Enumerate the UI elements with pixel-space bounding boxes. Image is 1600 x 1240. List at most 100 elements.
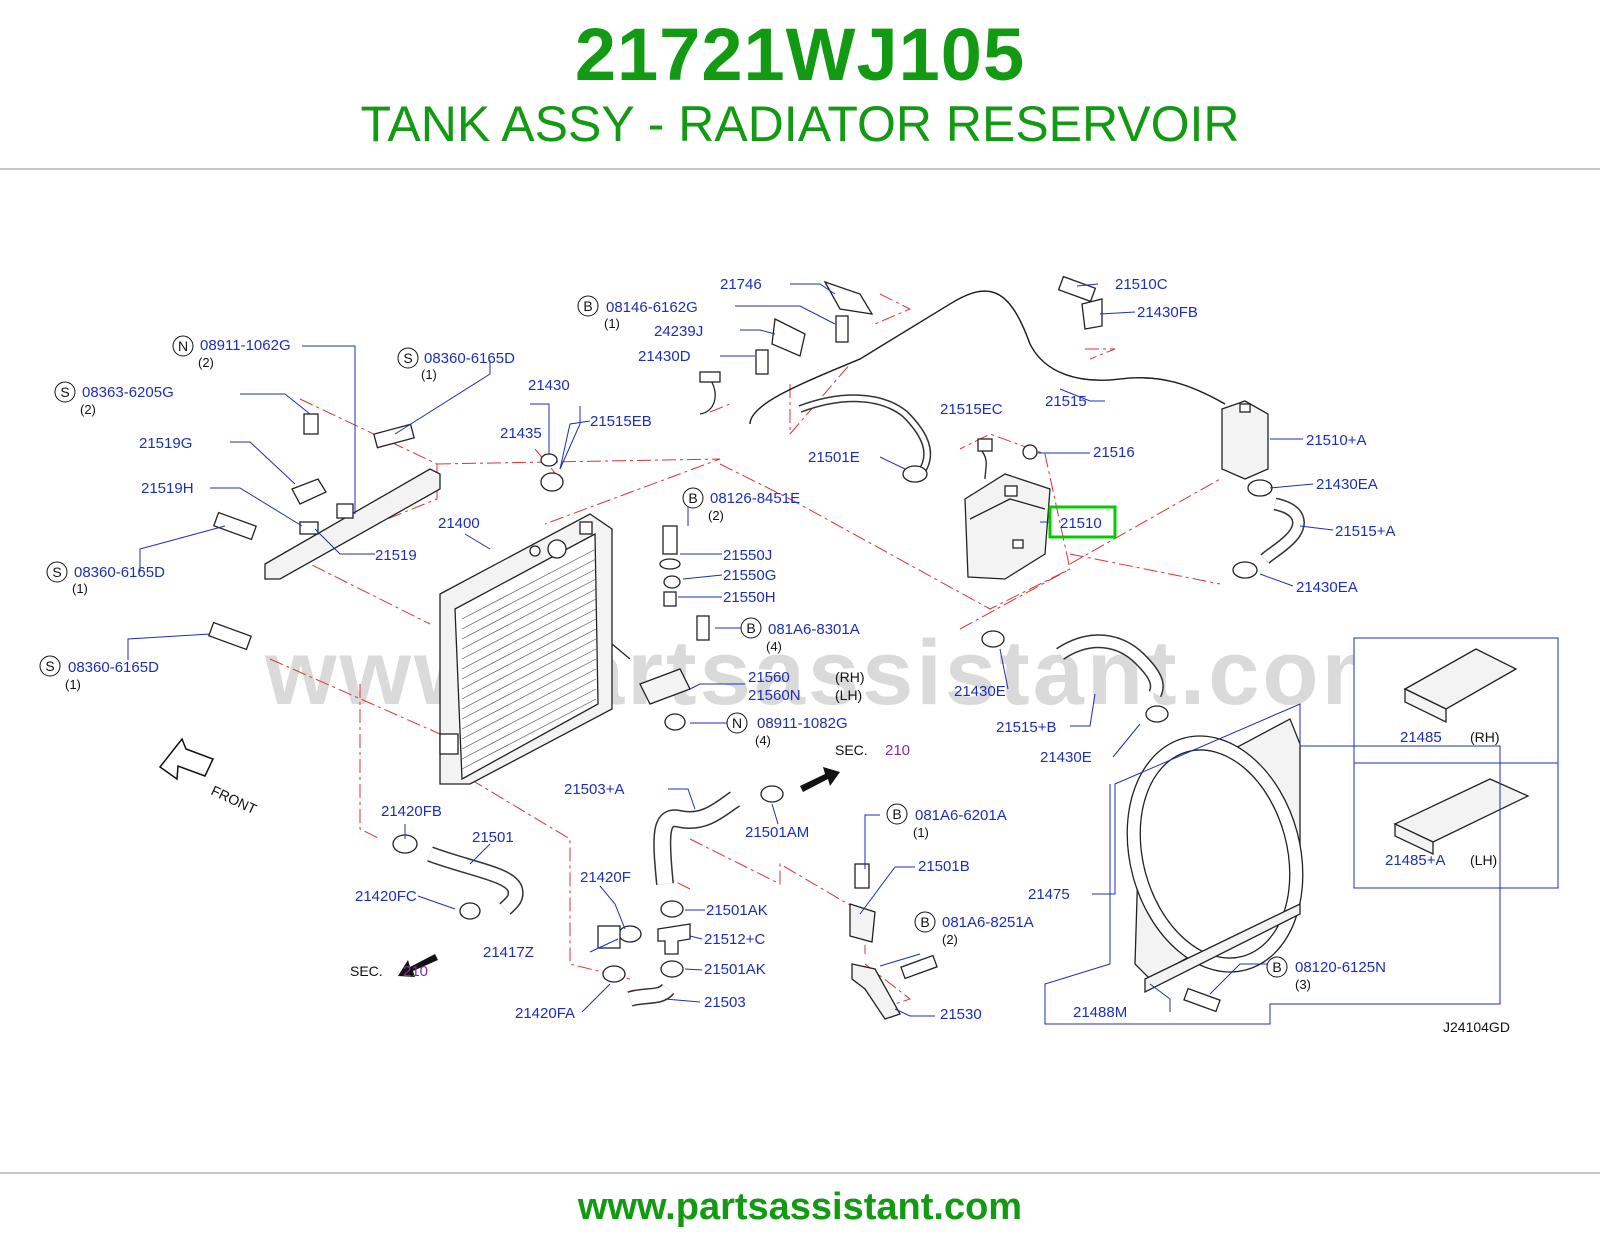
- footer-divider: [0, 1172, 1600, 1174]
- insulator-inset: [1353, 637, 1559, 889]
- quantity-label: (1): [72, 581, 88, 596]
- fasteners-drawing: [207, 275, 1273, 1020]
- part-label: 21400: [438, 515, 480, 532]
- quantity-label: (4): [766, 639, 782, 654]
- part-label: 21435: [500, 425, 542, 442]
- parts-diagram-svg: www.partsassistant.com: [0, 264, 1600, 1079]
- quantity-label: (1): [65, 677, 81, 692]
- part-label: 08120-6125N: [1295, 959, 1386, 976]
- lh-label: (LH): [1470, 852, 1497, 868]
- part-label: 21501B: [918, 858, 970, 875]
- part-label: 081A6-6201A: [915, 807, 1007, 824]
- part-label: 21501: [472, 829, 514, 846]
- arrow-icon: [398, 954, 438, 977]
- header-divider: [0, 168, 1600, 170]
- part-label: 21420FB: [381, 803, 442, 820]
- part-label: 21746: [720, 276, 762, 293]
- sec-number: 210: [403, 963, 428, 980]
- part-label: 21519G: [139, 435, 192, 452]
- quantity-label: (2): [80, 402, 96, 417]
- quantity-label: (2): [198, 355, 214, 370]
- circle-letter-s: S: [60, 384, 69, 400]
- quantity-label: (1): [604, 316, 620, 331]
- quantity-label: (2): [942, 932, 958, 947]
- parts-diagram: www.partsassistant.com: [0, 264, 1600, 1079]
- part-label: 21510C: [1115, 276, 1168, 293]
- part-label: 21560N: [748, 687, 801, 704]
- part-label: 21488M: [1073, 1004, 1127, 1021]
- part-number-title: 21721WJ105: [574, 13, 1026, 96]
- part-label: 081A6-8301A: [768, 621, 860, 638]
- part-label: 21519: [375, 547, 417, 564]
- part-label: 21550H: [723, 589, 776, 606]
- part-label: 21501AK: [704, 961, 766, 978]
- part-label: 21417Z: [483, 944, 534, 961]
- part-label: 21501AM: [745, 824, 809, 841]
- part-label: 21430EA: [1316, 476, 1378, 493]
- hoses-drawing: [427, 290, 1305, 1007]
- shroud-drawing: [1126, 718, 1304, 994]
- part-label: 21501AK: [706, 902, 768, 919]
- part-label: 24239J: [654, 323, 703, 340]
- rh-label: (RH): [1470, 729, 1500, 745]
- part-label: 21430E: [954, 683, 1006, 700]
- circle-letter-b: B: [1272, 959, 1281, 975]
- circle-letter-b: B: [892, 806, 901, 822]
- part-label: 08126-8451E: [710, 490, 800, 507]
- circle-letter-b: B: [746, 620, 755, 636]
- sec-label: SEC.: [835, 742, 868, 758]
- part-label: 21512+C: [704, 931, 765, 948]
- leader-lines: [127, 283, 1501, 1025]
- part-label: 21515+B: [996, 719, 1056, 736]
- part-label: 08360-6165D: [68, 659, 159, 676]
- part-label: 21475: [1028, 886, 1070, 903]
- part-label: 21430EA: [1296, 579, 1358, 596]
- part-label: 21503+A: [564, 781, 624, 798]
- circle-letter-n: N: [732, 715, 742, 731]
- circle-letter-b: B: [920, 914, 929, 930]
- rh-label: (RH): [835, 669, 865, 685]
- part-label: 21550J: [723, 547, 772, 564]
- lh-label: (LH): [835, 687, 862, 703]
- circle-letter-n: N: [178, 338, 188, 354]
- part-labels: 21746 21510C 08146-6162G (1) 24239J 2143…: [65, 276, 1510, 1035]
- part-label: 21515+A: [1335, 523, 1395, 540]
- part-label: 08360-6165D: [74, 564, 165, 581]
- part-label: 21485: [1400, 729, 1442, 746]
- part-label: 21516: [1093, 444, 1135, 461]
- part-label: 08360-6165D: [424, 350, 515, 367]
- circle-letter-s: S: [45, 658, 54, 674]
- header: 21721WJ105 TANK ASSY - RADIATOR RESERVOI…: [0, 0, 1600, 168]
- part-label: 21515: [1045, 393, 1087, 410]
- footer-url[interactable]: www.partsassistant.com: [577, 1186, 1023, 1228]
- assembly-lines: [269, 293, 1221, 1010]
- part-label: 21510+A: [1306, 432, 1366, 449]
- sec-number: 210: [885, 742, 910, 759]
- circle-letter-s: S: [52, 564, 61, 580]
- part-label: 21420FA: [515, 1005, 575, 1022]
- part-label: 21420FC: [355, 888, 417, 905]
- front-arrow-icon: [158, 737, 215, 781]
- part-label: 21501E: [808, 449, 860, 466]
- part-label: 081A6-8251A: [942, 914, 1034, 931]
- quantity-label: (1): [421, 367, 437, 382]
- part-label: 21515EC: [940, 401, 1003, 418]
- part-label: 21530: [940, 1006, 982, 1023]
- quantity-label: (1): [913, 825, 929, 840]
- sec-label: SEC.: [350, 963, 383, 979]
- part-label: 21420F: [580, 869, 631, 886]
- part-name-subtitle: TANK ASSY - RADIATOR RESERVOIR: [360, 96, 1240, 152]
- part-label: 08911-1082G: [757, 715, 848, 732]
- circle-letter-s: S: [403, 350, 412, 366]
- circle-letters: B N S S B S B S N B B B: [45, 298, 1281, 975]
- part-label: 21485+A: [1385, 852, 1445, 869]
- circle-badges: [39, 295, 1288, 978]
- small-reservoir-drawing: [1221, 400, 1269, 480]
- quantity-label: (4): [755, 733, 771, 748]
- circle-letter-b: B: [583, 298, 592, 314]
- part-label: 21430FB: [1137, 304, 1198, 321]
- part-label: 21560: [748, 669, 790, 686]
- part-label: 21515EB: [590, 413, 652, 430]
- part-label: 21430D: [638, 348, 691, 365]
- highlighted-part-label: 21510: [1060, 515, 1102, 532]
